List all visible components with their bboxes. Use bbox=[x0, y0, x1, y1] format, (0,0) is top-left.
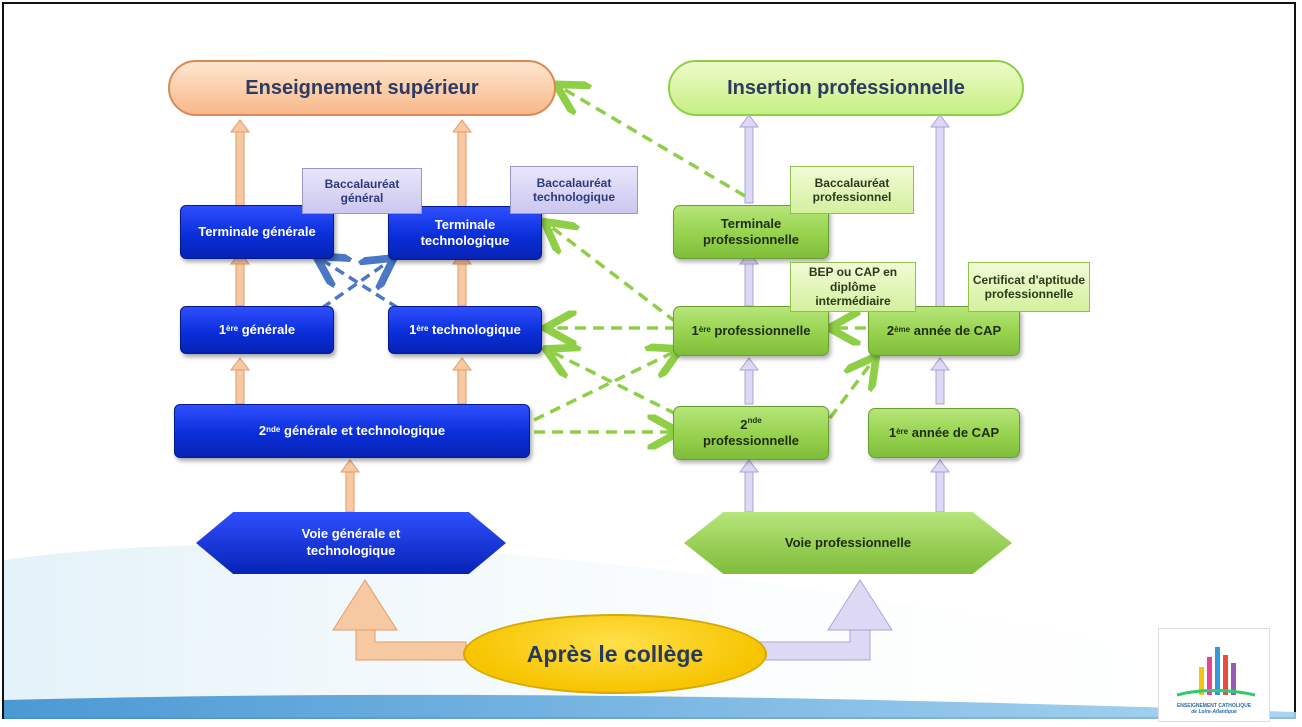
seconde-pro-number: 2 bbox=[740, 416, 748, 432]
dashed-green-arrows bbox=[533, 88, 872, 432]
logo-bars-icon bbox=[1176, 647, 1256, 697]
orange-arrows bbox=[230, 119, 472, 661]
insertion-professionnelle-box: Insertion professionnelle bbox=[668, 60, 1024, 116]
bg-swoosh-blue bbox=[4, 694, 1296, 719]
seconde-professionnelle-box: 2nde professionnelle bbox=[673, 406, 829, 460]
logo-text: ENSEIGNEMENT CATHOLIQUE de Loire-Atlanti… bbox=[1159, 703, 1269, 715]
logo-line2: de Loire-Atlantique bbox=[1191, 709, 1237, 715]
premiere-generale-label: générale bbox=[241, 321, 296, 337]
premiere-techno-label: technologique bbox=[432, 321, 521, 337]
seconde-pro-sup: nde bbox=[747, 415, 762, 425]
terminale-generale-box: Terminale générale bbox=[180, 205, 334, 259]
logo-line1: ENSEIGNEMENT CATHOLIQUE bbox=[1176, 703, 1252, 709]
premiere-pro-label: professionnelle bbox=[714, 322, 811, 338]
premiere-pro-sup: ère bbox=[698, 325, 711, 334]
enseignement-superieur-box: Enseignement supérieur bbox=[168, 60, 556, 116]
premiere-techno-sup: ère bbox=[416, 324, 429, 333]
voie-generale-technologique-hex: Voie générale et technologique bbox=[196, 512, 506, 574]
cap2-sup: ème bbox=[894, 325, 911, 334]
cap2-number: 2 bbox=[886, 322, 895, 338]
voie-generale-label: Voie générale et technologique bbox=[301, 526, 401, 558]
dashed-blue-arrows bbox=[322, 260, 398, 310]
seconde-number: 2 bbox=[258, 422, 267, 438]
seconde-label: générale et technologique bbox=[284, 422, 446, 438]
bac-technologique-scroll: Baccalauréat technologique bbox=[510, 166, 638, 214]
bac-professionnel-scroll: Baccalauréat professionnel bbox=[790, 166, 914, 214]
certificat-aptitude-scroll: Certificat d'aptitude professionnelle bbox=[968, 262, 1090, 312]
terminale-professionnelle-box: Terminale professionnelle bbox=[673, 205, 829, 259]
seconde-sup: nde bbox=[266, 425, 281, 434]
cap1-label: année de CAP bbox=[911, 424, 1000, 440]
seconde-pro-label: professionnelle bbox=[702, 433, 800, 448]
premiere-generale-sup: ère bbox=[226, 324, 239, 333]
cap2-label: année de CAP bbox=[913, 322, 1002, 338]
cap1-number: 1 bbox=[888, 424, 897, 440]
premiere-number: 1 bbox=[218, 321, 227, 337]
premiere-number: 1 bbox=[409, 321, 417, 337]
bac-general-scroll: Baccalauréat général bbox=[302, 168, 422, 214]
enseignement-catholique-logo: ENSEIGNEMENT CATHOLIQUE de Loire-Atlanti… bbox=[1158, 628, 1270, 722]
apres-le-college-ellipse: Après le collège bbox=[463, 614, 767, 694]
seconde-pro-top: 2nde bbox=[740, 415, 762, 433]
cap1-sup: ère bbox=[896, 427, 909, 436]
terminale-technologique-box: Terminale technologique bbox=[388, 206, 542, 260]
voie-professionnelle-hex: Voie professionnelle bbox=[684, 512, 1012, 574]
bep-cap-scroll: BEP ou CAP en diplôme intermédiaire bbox=[790, 262, 916, 312]
premiere-number: 1 bbox=[691, 322, 699, 338]
